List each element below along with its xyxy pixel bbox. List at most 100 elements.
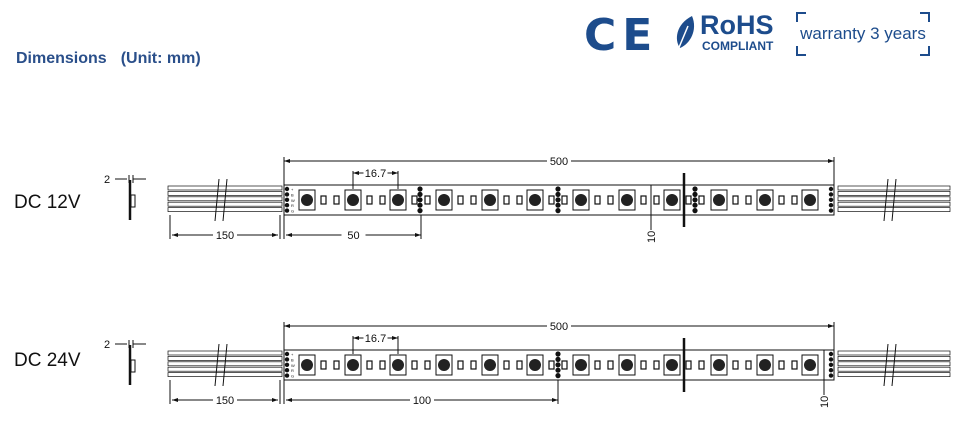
- pad-label: B: [291, 357, 294, 362]
- resistor: [607, 195, 614, 205]
- label-bg: [363, 331, 388, 344]
- label-bg: [363, 166, 388, 179]
- end-pad: [284, 373, 290, 378]
- wire: [837, 372, 951, 377]
- solder-pad: [555, 197, 561, 203]
- label-bg: [547, 319, 571, 332]
- resistor: [698, 195, 705, 205]
- solder-pad: [692, 191, 698, 197]
- wire: [167, 350, 283, 356]
- led-chip: [301, 359, 313, 371]
- resistor: [653, 360, 660, 370]
- end-pad: [284, 357, 290, 362]
- break-mark: [883, 178, 889, 222]
- resistor: [379, 360, 386, 370]
- led-chip: [392, 194, 404, 206]
- end-pad: [828, 203, 834, 208]
- unit-text: (Unit: mm): [120, 50, 201, 67]
- end-pad: [828, 357, 834, 362]
- break-mark: [883, 343, 889, 387]
- resistor: [640, 360, 647, 370]
- resistor: [516, 195, 523, 205]
- pad-label: B: [291, 192, 294, 197]
- solder-pad: [417, 208, 423, 214]
- break-mark: [214, 343, 220, 387]
- length-dim-label: 500: [550, 321, 568, 333]
- resistor: [778, 360, 785, 370]
- leaf-icon: [674, 16, 695, 58]
- resistor: [457, 360, 464, 370]
- thickness-label: 2: [104, 174, 110, 186]
- led-chip: [666, 359, 678, 371]
- solder-pad: [692, 186, 698, 192]
- warranty-text: warranty 3 years: [800, 24, 926, 43]
- page-title: Dimensions (Unit: mm): [16, 50, 201, 68]
- voltage-label-12v: DC 12V: [14, 192, 81, 213]
- solder-pad: [555, 356, 561, 362]
- length-dim-label: 500: [550, 156, 568, 168]
- led-chip: [575, 359, 587, 371]
- resistor: [411, 195, 418, 205]
- led-chip: [484, 359, 496, 371]
- end-pad: [284, 362, 290, 367]
- resistor: [470, 195, 477, 205]
- pad-label: R: [291, 368, 294, 373]
- label-bg: [213, 228, 237, 241]
- warranty-badge: warranty 3 years: [796, 12, 930, 56]
- led-chip: [621, 359, 633, 371]
- rohs-subtext: COMPLIANT: [702, 39, 774, 53]
- label-bg: [341, 228, 366, 241]
- pad-label: R: [291, 203, 294, 208]
- solder-pad: [417, 191, 423, 197]
- resistor: [457, 195, 464, 205]
- width-dim-label: 10: [646, 231, 658, 243]
- led-chip: [347, 194, 359, 206]
- pad-label: +: [291, 187, 294, 192]
- resistor: [685, 195, 692, 205]
- resistor: [333, 195, 340, 205]
- label-bg: [213, 393, 237, 406]
- led-chip: [438, 194, 450, 206]
- led-chip: [529, 194, 541, 206]
- pitch-dim-label: 16.7: [365, 333, 386, 345]
- end-pad: [828, 368, 834, 373]
- resistor: [594, 360, 601, 370]
- ce-logo: CE: [584, 10, 659, 61]
- led-chip: [621, 194, 633, 206]
- solder-pad: [555, 202, 561, 208]
- led-chip: [347, 359, 359, 371]
- pad-label: W: [291, 198, 295, 203]
- wire: [837, 350, 951, 356]
- solder-pad: [417, 197, 423, 203]
- title-text: Dimensions: [16, 50, 107, 67]
- wire-length-dim-label: 150: [216, 395, 234, 407]
- end-pad: [828, 351, 834, 357]
- width-dim-label: 10: [819, 396, 831, 408]
- end-pad: [828, 192, 834, 197]
- side-view-led: [130, 194, 136, 208]
- end-pad: [828, 208, 834, 213]
- resistor: [320, 360, 327, 370]
- resistor: [732, 195, 739, 205]
- end-pad: [284, 197, 290, 202]
- break-mark: [891, 178, 897, 222]
- rohs-text: RoHS: [700, 10, 774, 40]
- resistor: [640, 195, 647, 205]
- resistor: [561, 360, 568, 370]
- solder-pad: [692, 208, 698, 214]
- break-mark: [214, 178, 220, 222]
- solder-pad: [555, 351, 561, 357]
- resistor: [745, 195, 752, 205]
- resistor: [424, 360, 431, 370]
- cut-length-dim-label: 50: [347, 230, 359, 242]
- cut-length-dim-label: 100: [413, 395, 431, 407]
- led-chip: [529, 359, 541, 371]
- wire: [167, 372, 283, 377]
- pad-label: G: [291, 374, 294, 379]
- break-mark: [222, 178, 228, 222]
- pitch-dim-label: 16.7: [365, 168, 386, 180]
- wire: [837, 207, 951, 212]
- resistor: [607, 360, 614, 370]
